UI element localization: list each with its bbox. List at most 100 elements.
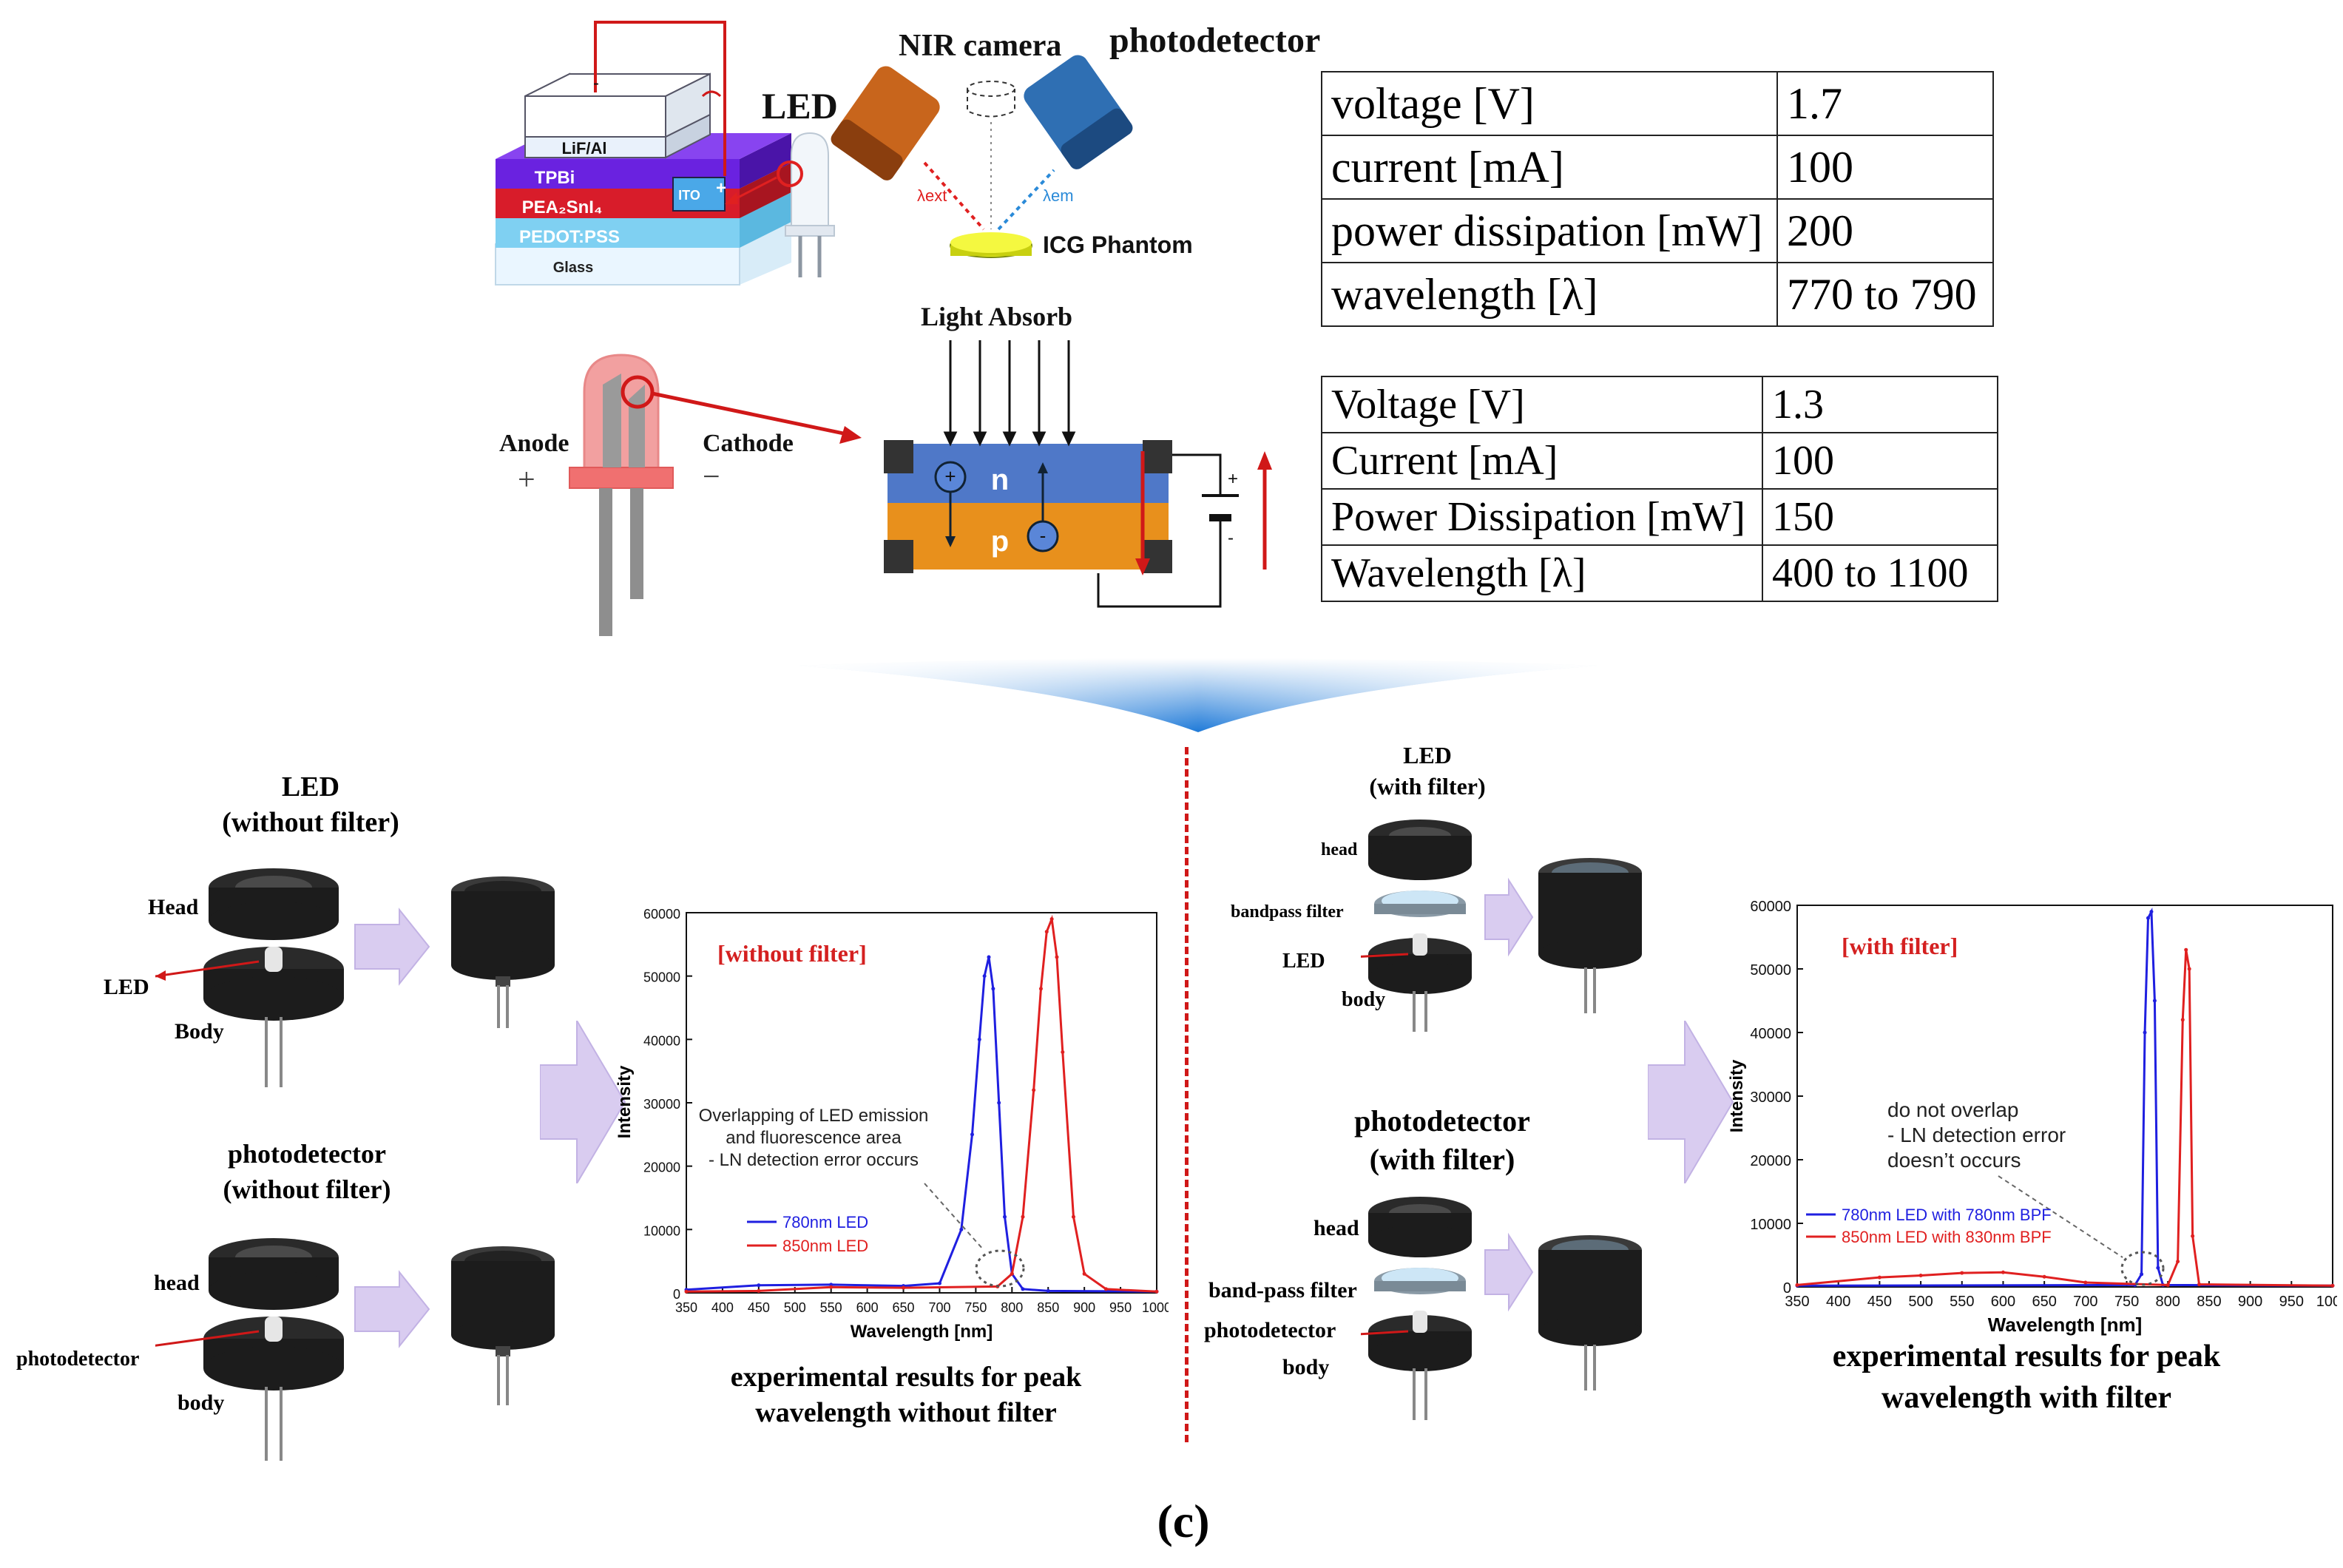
spec-param: wavelength [λ] — [1321, 262, 1778, 327]
data-point — [1960, 1271, 1964, 1275]
data-point — [757, 1283, 761, 1288]
y-tick-label: 20000 — [1750, 1153, 1791, 1169]
x-tick-label: 950 — [1109, 1300, 1132, 1315]
data-point — [829, 1283, 834, 1287]
led-filter-exploded-assembly — [1361, 820, 1642, 1032]
x-tick-label: 850 — [2197, 1294, 2221, 1310]
battery-plus-sign: + — [1228, 469, 1238, 489]
table-row: Current [mA]100 — [1321, 432, 1998, 490]
data-point — [2042, 1274, 2046, 1279]
x-tick-label: 950 — [2279, 1294, 2304, 1310]
data-point — [1918, 1274, 1923, 1278]
data-point — [1032, 1088, 1036, 1092]
x-tick-label: 400 — [1826, 1294, 1850, 1310]
data-point — [1082, 1271, 1086, 1276]
table-row: Wavelength [λ]400 to 1100 — [1321, 544, 1998, 602]
led-exploded-assembly — [155, 868, 555, 1087]
anode-plus-sign: + — [518, 463, 535, 497]
data-point — [1055, 955, 1059, 959]
x-tick-label: 700 — [928, 1300, 950, 1315]
data-point — [1038, 987, 1043, 991]
layer-label-tpbi: TPBi — [535, 168, 575, 188]
layer-label-lif-al: LiF/Al — [561, 139, 606, 158]
lambda-ext-label: λext — [917, 186, 947, 205]
x-axis-label: Wavelength [nm] — [851, 1322, 993, 1342]
flow-down-arrow — [799, 658, 1598, 732]
body-label: Body — [175, 1019, 224, 1044]
pd-photodetector-label: photodetector — [16, 1348, 140, 1371]
x-tick-label: 350 — [675, 1300, 697, 1315]
data-point — [2191, 1234, 2195, 1238]
x-tick-label: 600 — [856, 1300, 879, 1315]
x-tick-label: 600 — [1991, 1294, 2015, 1310]
table-row: Power Dissipation [mW]150 — [1321, 488, 1998, 546]
data-point — [2180, 1018, 2185, 1022]
legend-label: 780nm LED — [782, 1213, 868, 1231]
x-tick-label: 900 — [1073, 1300, 1095, 1315]
data-point — [1021, 1287, 1025, 1291]
x-tick-label: 350 — [1785, 1294, 1809, 1310]
led-with-filter-title: LED (with filter) — [1369, 742, 1486, 800]
photodetector-spec-table: Voltage [V]1.3 Current [mA]100 Power Dis… — [1321, 376, 1998, 602]
nir-camera-label: NIR camera — [899, 29, 1061, 63]
spec-param: current [mA] — [1321, 135, 1778, 200]
data-point — [1049, 917, 1054, 922]
svg-text:- LN detection error: - LN detection error — [1887, 1123, 2066, 1146]
data-point — [2152, 998, 2157, 1003]
x-axis-label: Wavelength [nm] — [1988, 1314, 2142, 1336]
y-tick-label: 0 — [1783, 1280, 1791, 1297]
device-stack-schematic: LiF/Al TPBi PEA₂SnI₄ PEDOT:PSS Glass ITO… — [495, 21, 1320, 285]
chart-caption-with-filter: experimental results for peak wavelength… — [1832, 1339, 2221, 1415]
x-tick-label: 500 — [784, 1300, 806, 1315]
spec-value: 200 — [1776, 198, 1994, 263]
data-point — [1046, 1288, 1050, 1293]
data-point — [1154, 1289, 1159, 1294]
legend-label: 780nm LED with 780nm BPF — [1842, 1206, 2052, 1224]
y-axis-label: Intensity — [615, 1065, 635, 1138]
spec-value: 100 — [1762, 432, 1998, 490]
svg-text:doesn’t occurs: doesn’t occurs — [1887, 1149, 2021, 1172]
panel-divider — [1185, 747, 1189, 1442]
spec-param: Voltage [V] — [1321, 376, 1763, 433]
y-tick-label: 40000 — [1750, 1026, 1791, 1042]
data-point — [1061, 1050, 1065, 1054]
y-tick-label: 40000 — [643, 1033, 680, 1048]
spec-value: 400 to 1100 — [1762, 544, 1998, 602]
plot-area — [1796, 905, 2333, 1288]
big-arrow-left — [540, 1021, 626, 1183]
data-point — [1010, 1271, 1014, 1276]
y-tick-label: 50000 — [643, 970, 680, 985]
y-tick-label: 10000 — [1750, 1217, 1791, 1233]
led-without-filter-title: LED (without filter) — [222, 771, 399, 838]
rp-pd-photodetector-label: photodetector — [1204, 1318, 1336, 1342]
data-point — [2001, 1270, 2005, 1274]
data-point — [1003, 1214, 1007, 1219]
photodetector-without-filter-title: photodetector (without filter) — [223, 1139, 391, 1204]
data-point — [1021, 1214, 1025, 1219]
ito-plus-sign: + — [716, 178, 726, 198]
rp-filter-label: bandpass filter — [1231, 902, 1344, 922]
y-tick-label: 30000 — [643, 1097, 680, 1112]
data-point — [1071, 1214, 1075, 1219]
photodetector-exploded-assembly — [155, 1238, 555, 1461]
y-tick-label: 30000 — [1750, 1089, 1791, 1106]
x-tick-label: 550 — [820, 1300, 842, 1315]
x-tick-label: 450 — [748, 1300, 770, 1315]
data-point — [959, 1227, 964, 1231]
y-tick-label: 0 — [673, 1287, 680, 1302]
layer-label-glass: Glass — [553, 260, 593, 276]
data-point — [902, 1285, 906, 1290]
spec-param: voltage [V] — [1321, 71, 1778, 136]
data-point — [937, 1281, 941, 1285]
x-tick-label: 650 — [893, 1300, 915, 1315]
data-point — [1877, 1275, 1882, 1280]
data-point — [757, 1288, 761, 1293]
data-point — [2140, 1272, 2144, 1277]
table-row: power dissipation [mW]200 — [1321, 198, 1994, 263]
x-tick-label: 700 — [2073, 1294, 2097, 1310]
light-absorb-label: Light Absorb — [921, 302, 1072, 331]
legend-label: 850nm LED with 830nm BPF — [1842, 1228, 2052, 1246]
data-point — [970, 1132, 974, 1137]
data-point — [1795, 1283, 1799, 1287]
